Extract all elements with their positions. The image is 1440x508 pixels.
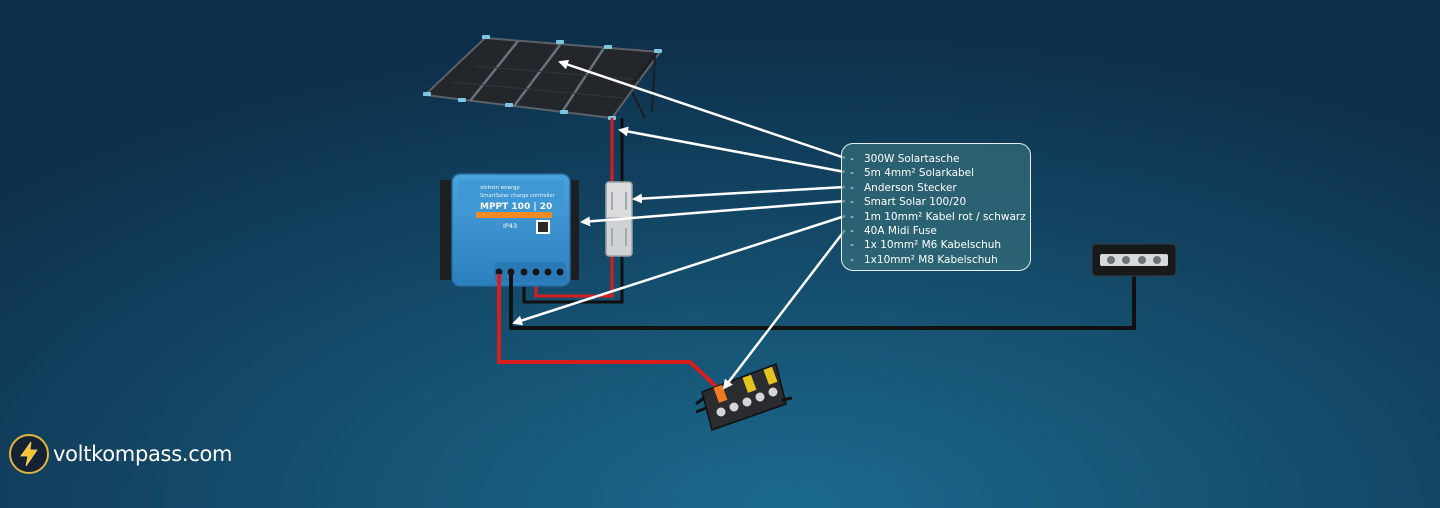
- arrow-kabel: [512, 214, 846, 326]
- legend-item: -1x10mm² M8 Kabelschuh: [850, 253, 998, 266]
- legend-item-label: 300W Solartasche: [864, 153, 960, 165]
- legend-item: -Smart Solar 100/20: [850, 196, 967, 209]
- parts-legend: -300W Solartasche -5m 4mm² Solarkabel -A…: [841, 143, 1031, 271]
- callout-arrows: [512, 59, 846, 390]
- legend-item-label: 40A Midi Fuse: [864, 225, 937, 238]
- arrow-smart-solar: [580, 199, 846, 227]
- bus-bar: [1091, 243, 1177, 277]
- legend-item: -1m 10mm² Kabel rot / schwarz: [850, 210, 1026, 223]
- legend-item: -1x 10mm² M6 Kabelschuh: [850, 239, 1002, 252]
- controller-rating: IP43: [503, 222, 517, 230]
- legend-item: -Anderson Stecker: [850, 181, 957, 194]
- site-name: voltkompass.com: [53, 442, 233, 466]
- arrow-solartasche: [558, 59, 846, 160]
- legend-item-label: 1x10mm² M8 Kabelschuh: [864, 253, 998, 266]
- lightning-bolt-icon: [9, 434, 49, 474]
- arrow-anderson: [632, 185, 846, 204]
- legend-item-label: Smart Solar 100/20: [864, 196, 967, 209]
- legend-item-label: 1m 10mm² Kabel rot / schwarz: [864, 210, 1026, 223]
- controller-model: MPPT 100 | 20: [480, 202, 552, 212]
- controller-subtitle: SmartSolar charge controller: [480, 193, 556, 199]
- anderson-connector: [605, 181, 633, 257]
- arrow-solarkabel: [618, 126, 846, 174]
- legend-item: -40A Midi Fuse: [850, 225, 937, 238]
- legend-item-label: Anderson Stecker: [864, 181, 957, 194]
- arrow-midi-fuse: [722, 229, 846, 390]
- legend-item: -5m 4mm² Solarkabel: [850, 167, 975, 180]
- legend-item-label: 1x 10mm² M6 Kabelschuh: [864, 239, 1002, 252]
- charge-controller: victron energy SmartSolar charge control…: [440, 173, 579, 287]
- fuse-block: [695, 363, 793, 431]
- brand-logo: voltkompass.com: [9, 432, 232, 476]
- solar-panel: [422, 35, 662, 120]
- battery-cables: [497, 270, 1136, 394]
- controller-brand: victron energy: [480, 185, 521, 191]
- legend-item-label: 5m 4mm² Solarkabel: [864, 167, 975, 180]
- legend-item: -300W Solartasche: [850, 153, 960, 165]
